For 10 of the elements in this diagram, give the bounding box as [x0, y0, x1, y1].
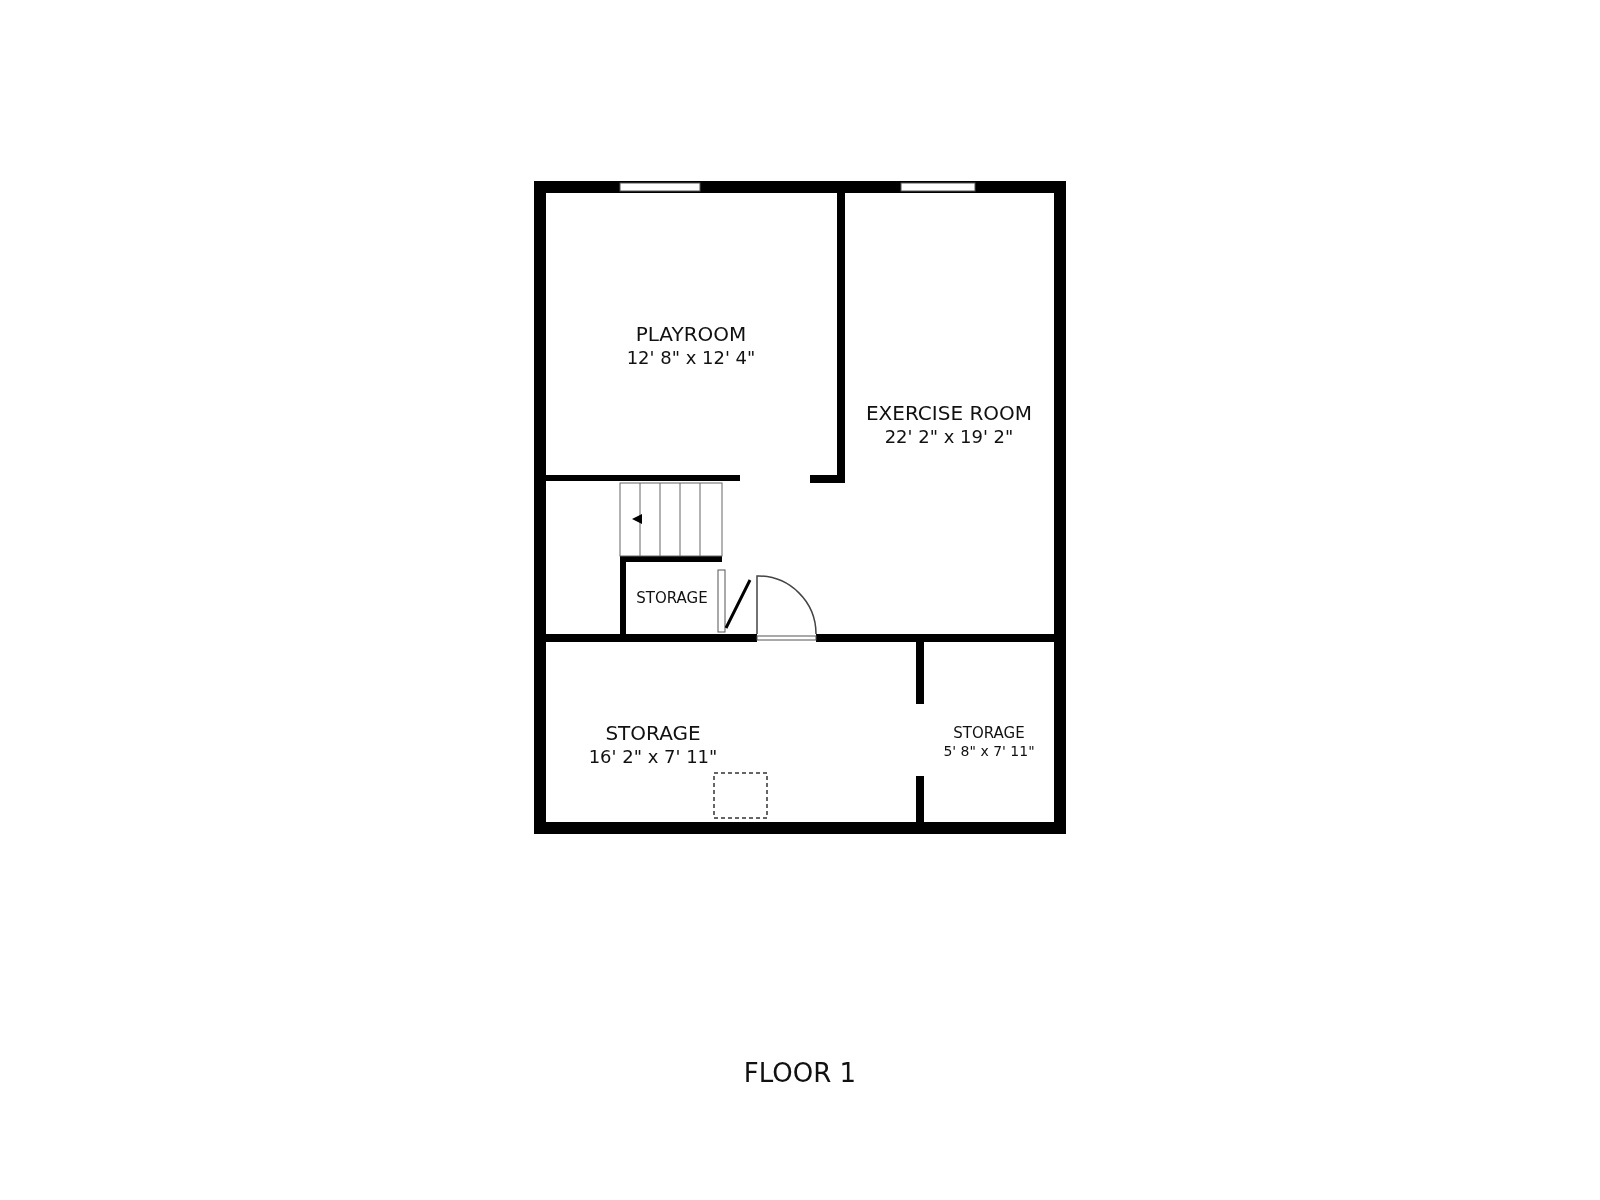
floor-caption: FLOOR 1	[743, 1058, 857, 1088]
room-name: STORAGE	[636, 588, 708, 608]
room-name: STORAGE	[952, 723, 1026, 743]
room-dimensions: 5' 8" x 7' 11"	[943, 742, 1035, 761]
room-dimensions: 22' 2" x 19' 2"	[883, 426, 1015, 449]
room-name: PLAYROOM	[634, 322, 748, 348]
room-dimensions: 16' 2" x 7' 11"	[588, 746, 718, 769]
room-name: STORAGE	[604, 721, 702, 747]
room-dimensions: 12' 8" x 12' 4"	[626, 347, 756, 370]
room-name: EXERCISE ROOM	[865, 401, 1033, 427]
